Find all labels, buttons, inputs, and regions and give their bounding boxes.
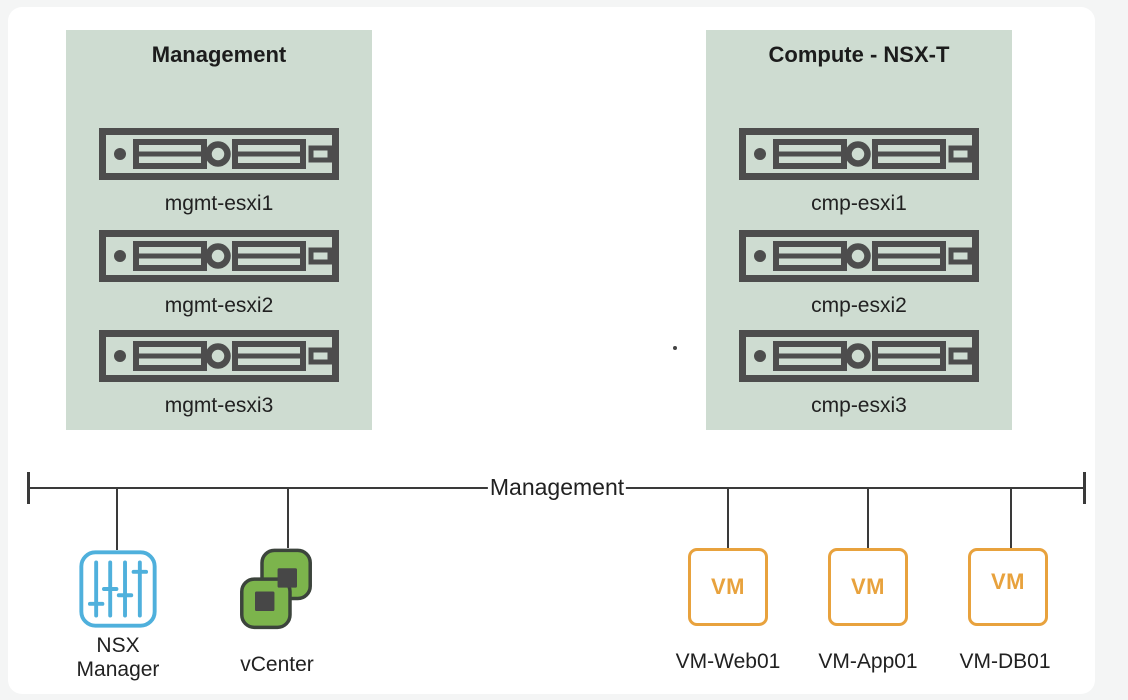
server-icon [99, 128, 339, 180]
server-icon [739, 330, 979, 382]
vm-web01-label: VM-Web01 [675, 650, 781, 673]
host-label-mgmt-esxi1: mgmt-esxi1 [164, 192, 274, 215]
vm-db01-label: VM-DB01 [959, 650, 1051, 673]
server-icon [99, 230, 339, 282]
host-label-mgmt-esxi2: mgmt-esxi2 [164, 294, 274, 317]
server-icon [739, 128, 979, 180]
cluster-compute-nsxt: Compute - NSX-T cmp-esxi1 cmp-esxi2 cmp-… [706, 30, 1012, 430]
host-label-cmp-esxi3: cmp-esxi3 [811, 394, 907, 417]
nsx-manager-sliders-icon [79, 550, 157, 628]
connector-vm-app01 [867, 489, 869, 548]
vm-box-icon: VM [968, 548, 1048, 626]
server-icon [99, 330, 339, 382]
nsx-manager-label: NSX Manager [76, 634, 160, 681]
connector-vcenter [287, 489, 289, 548]
management-network-label: Management [487, 474, 627, 501]
vm-box-icon: VM [688, 548, 768, 626]
connector-vm-db01 [1010, 489, 1012, 548]
cluster-management: Management mgmt-esxi1 mgmt-esxi2 mgmt-es… [66, 30, 372, 430]
network-line-right-cap [1083, 472, 1086, 504]
cluster-management-title: Management [151, 42, 287, 67]
host-label-cmp-esxi1: cmp-esxi1 [811, 192, 907, 215]
network-line-left-cap [27, 472, 30, 504]
cluster-compute-title: Compute - NSX-T [768, 42, 950, 67]
connector-nsx-manager [116, 489, 118, 550]
vcenter-label: vCenter [240, 653, 314, 676]
server-icon [739, 230, 979, 282]
stray-dot [673, 346, 677, 350]
host-label-cmp-esxi2: cmp-esxi2 [811, 294, 907, 317]
host-label-mgmt-esxi3: mgmt-esxi3 [164, 394, 274, 417]
vm-box-icon: VM [828, 548, 908, 626]
vm-app01-label: VM-App01 [818, 650, 918, 673]
vcenter-vsphere-icon [240, 548, 312, 630]
connector-vm-web01 [727, 489, 729, 548]
